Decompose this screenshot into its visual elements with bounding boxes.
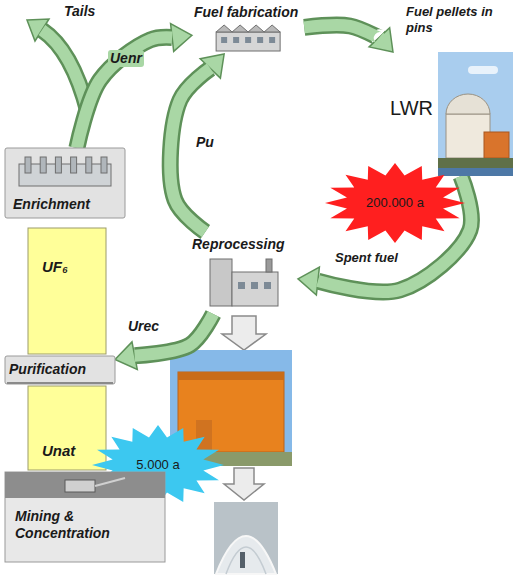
flow-arrow-outline xyxy=(77,37,172,148)
flow-arrow xyxy=(170,54,224,232)
building-roof xyxy=(216,25,280,32)
block xyxy=(28,386,106,470)
repository-tunnel xyxy=(214,502,278,574)
arrow-head xyxy=(171,24,192,52)
conveyor xyxy=(95,478,125,486)
centrifuge xyxy=(55,157,61,173)
node-text: Purification xyxy=(9,361,86,378)
mine-hall xyxy=(65,480,95,492)
cloud xyxy=(468,66,498,74)
edge-label: Fuel pellets in pins xyxy=(406,4,494,35)
building-wall xyxy=(216,32,280,51)
centrifuge xyxy=(25,157,31,173)
plant-window xyxy=(264,282,271,289)
plate xyxy=(5,356,115,384)
node-text: 5.000 a xyxy=(136,457,179,473)
material-block: Unat xyxy=(28,386,106,470)
waste-arrow xyxy=(222,316,266,350)
node-text: Unat xyxy=(42,442,75,460)
tunnel-rock xyxy=(214,502,278,574)
time-starburst: 200.000 a xyxy=(325,163,465,243)
plant-window xyxy=(251,282,258,289)
building-window xyxy=(257,37,263,43)
tails-arrow-body xyxy=(42,30,88,112)
tails-arrow-outline xyxy=(42,30,88,112)
flow-arrow-outline xyxy=(304,25,380,38)
flow-arrow-body xyxy=(304,25,380,38)
building-roof xyxy=(178,372,284,380)
plate xyxy=(5,472,165,562)
plate xyxy=(5,148,125,218)
arrow-head xyxy=(115,342,137,369)
flow-arrow xyxy=(115,314,213,369)
sky xyxy=(438,52,513,176)
reactor-picture: LWR xyxy=(388,52,513,176)
flow-arrow xyxy=(304,25,393,52)
plate-edge xyxy=(7,382,113,384)
purification-stage: Purification xyxy=(5,356,115,384)
tails-arrow xyxy=(27,19,88,112)
fabrication-stage: Fuel fabrication xyxy=(192,4,304,54)
building-window xyxy=(269,37,275,43)
centrifuge xyxy=(40,157,46,173)
node-text: Reprocessing xyxy=(192,236,285,253)
flow-arrow-body xyxy=(77,37,172,148)
edge-label: Uenr xyxy=(108,50,144,67)
building-door xyxy=(196,420,212,452)
node-text: 200.000 a xyxy=(366,195,424,211)
block xyxy=(28,228,106,354)
flow-label: Tails xyxy=(64,3,95,20)
reactor-building xyxy=(446,114,490,158)
material-block: UF₆ xyxy=(28,228,106,354)
centrifuge xyxy=(86,157,92,173)
tunnel-figure xyxy=(240,552,245,568)
ore-slab xyxy=(5,472,165,498)
tunnel-vault xyxy=(216,536,276,574)
tunnel-rib xyxy=(226,547,266,574)
plant-hall xyxy=(232,272,278,306)
flow-arrow-outline xyxy=(170,68,210,232)
building-window xyxy=(221,37,227,43)
reactor-dome xyxy=(446,94,490,114)
edge-label: Spent fuel xyxy=(335,250,398,266)
centrifuge xyxy=(71,157,77,173)
building-window xyxy=(245,37,251,43)
repository-arrow xyxy=(224,468,264,500)
node-text: Fuel fabrication xyxy=(194,4,298,21)
edge-label: Urec xyxy=(128,318,159,335)
plant-hall xyxy=(19,164,111,186)
plant-window xyxy=(238,282,245,289)
turbine-hall xyxy=(484,132,509,158)
building-window xyxy=(233,37,239,43)
ground xyxy=(438,158,513,168)
node-text: Enrichment xyxy=(13,196,90,213)
node-text: LWR xyxy=(390,96,433,120)
centrifuge xyxy=(101,157,107,173)
plant-stack xyxy=(266,259,272,272)
node-text: Mining & Concentration xyxy=(15,508,145,542)
enrichment-stage: Enrichment xyxy=(5,148,125,218)
water xyxy=(438,168,513,176)
mining-stage: Mining & Concentration xyxy=(5,472,165,562)
yellow-shape xyxy=(28,228,106,354)
reprocessing-stage: Reprocessing xyxy=(190,232,298,314)
arrow-head xyxy=(298,267,319,295)
flow-arrow-body xyxy=(170,68,210,232)
node-text: UF₆ xyxy=(42,258,68,276)
starburst xyxy=(325,163,465,243)
edge-label: Pu xyxy=(196,134,214,151)
plant-tower xyxy=(210,259,232,306)
